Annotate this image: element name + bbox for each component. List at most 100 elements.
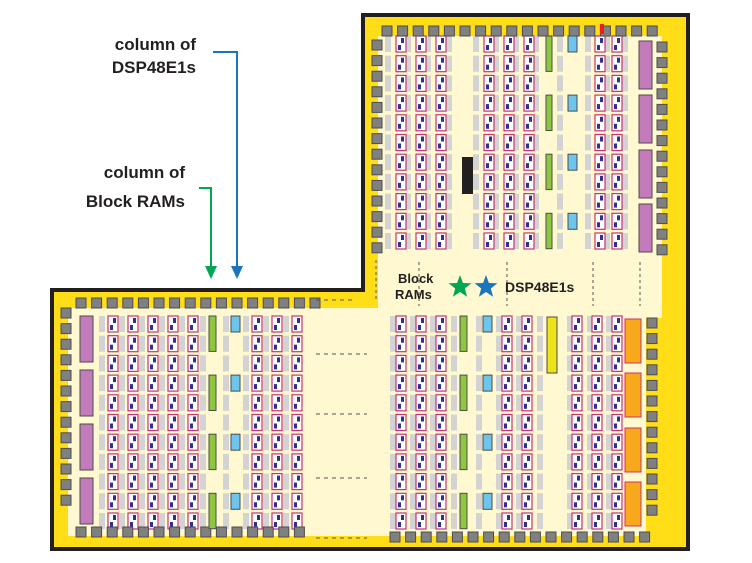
clb-bit <box>418 502 421 508</box>
interconnect <box>119 355 125 372</box>
interconnect <box>119 453 125 470</box>
clb-body <box>291 315 303 333</box>
io-pad <box>60 307 72 319</box>
clb-body <box>501 473 513 491</box>
clb-bit <box>130 423 133 429</box>
interconnect <box>223 394 229 411</box>
interconnect <box>606 513 612 529</box>
interconnect <box>283 355 289 372</box>
bram-block <box>208 433 217 471</box>
dsp-column-label-line1: column of <box>115 35 197 54</box>
io-pad <box>153 526 165 538</box>
clb-bit <box>398 522 401 527</box>
clb-cell <box>147 374 159 392</box>
io-pad <box>60 416 72 428</box>
clb-bit <box>421 318 424 323</box>
interconnect <box>159 434 165 451</box>
clb-bit <box>504 423 507 429</box>
clb-cell <box>435 153 447 171</box>
io-pad <box>184 526 196 538</box>
clb-body <box>271 374 283 392</box>
interconnect <box>537 453 543 470</box>
clb-cell <box>251 413 263 432</box>
clb-body <box>483 212 495 230</box>
clb-bit <box>150 403 153 409</box>
interconnect <box>567 316 573 332</box>
io-pad <box>309 297 321 309</box>
io-pad <box>646 473 658 485</box>
clb-bit <box>254 423 257 429</box>
clb-bit <box>421 436 424 442</box>
clb-bit <box>150 423 153 429</box>
clb-body <box>611 55 623 73</box>
clb-bit <box>133 436 136 442</box>
clb-bit <box>600 38 603 43</box>
clb-bit <box>190 502 193 508</box>
interconnect <box>139 473 145 490</box>
clb-body <box>523 212 535 230</box>
clb-body <box>415 94 427 112</box>
interconnect <box>99 434 105 451</box>
clb-bit <box>274 364 277 370</box>
clb-body <box>571 492 583 510</box>
interconnect <box>200 394 206 411</box>
clb-bit <box>274 344 277 350</box>
clb-bit <box>297 337 300 343</box>
interconnect <box>513 95 519 112</box>
clb-body <box>251 335 263 353</box>
interconnect <box>516 513 522 529</box>
clb-body <box>291 354 303 372</box>
interconnect <box>200 453 206 470</box>
clb-bit <box>153 357 156 363</box>
io-pad <box>459 25 471 37</box>
clb-body <box>271 335 283 353</box>
clb-body <box>523 114 535 132</box>
clb-cell <box>271 374 283 392</box>
clb-bit <box>600 97 603 103</box>
clb-bit <box>173 377 176 383</box>
clb-bit <box>600 57 603 63</box>
interconnect <box>159 493 165 510</box>
interconnect <box>606 473 612 490</box>
clb-bit <box>504 384 507 390</box>
clb-body <box>415 212 427 230</box>
interconnect <box>473 134 479 151</box>
clb-bit <box>193 495 196 501</box>
clb-cell <box>415 114 427 132</box>
io-pad <box>122 297 134 309</box>
clb-bit <box>398 45 401 50</box>
clb-cell <box>147 512 159 530</box>
interconnect <box>139 414 145 431</box>
io-pad <box>656 181 668 193</box>
clb-bit <box>401 136 404 142</box>
clb-bit <box>574 502 577 508</box>
clb-bit <box>401 515 404 520</box>
clb-bit <box>153 475 156 481</box>
clb-bit <box>574 384 577 390</box>
interconnect <box>537 335 543 352</box>
clb-body <box>501 335 513 353</box>
clb-bit <box>190 462 193 468</box>
pcie-block <box>546 316 558 374</box>
clb-bit <box>398 202 401 208</box>
clb-bit <box>133 515 136 520</box>
clb-body <box>501 315 513 333</box>
io-pad <box>371 86 383 98</box>
clb-body <box>435 74 447 93</box>
clb-bit <box>574 462 577 468</box>
clb-body <box>611 173 623 191</box>
clb-cell <box>435 433 447 451</box>
clb-bit <box>170 443 173 449</box>
clb-body <box>415 394 427 412</box>
clb-bit <box>274 403 277 409</box>
clb-bit <box>509 116 512 122</box>
interconnect <box>139 453 145 470</box>
clb-cell <box>395 315 407 333</box>
clb-body <box>291 492 303 510</box>
interconnect <box>567 355 573 372</box>
interconnect <box>537 316 543 332</box>
clb-body <box>611 74 623 93</box>
clb-cell <box>521 413 533 432</box>
interconnect <box>385 36 391 52</box>
interconnect <box>405 213 411 230</box>
